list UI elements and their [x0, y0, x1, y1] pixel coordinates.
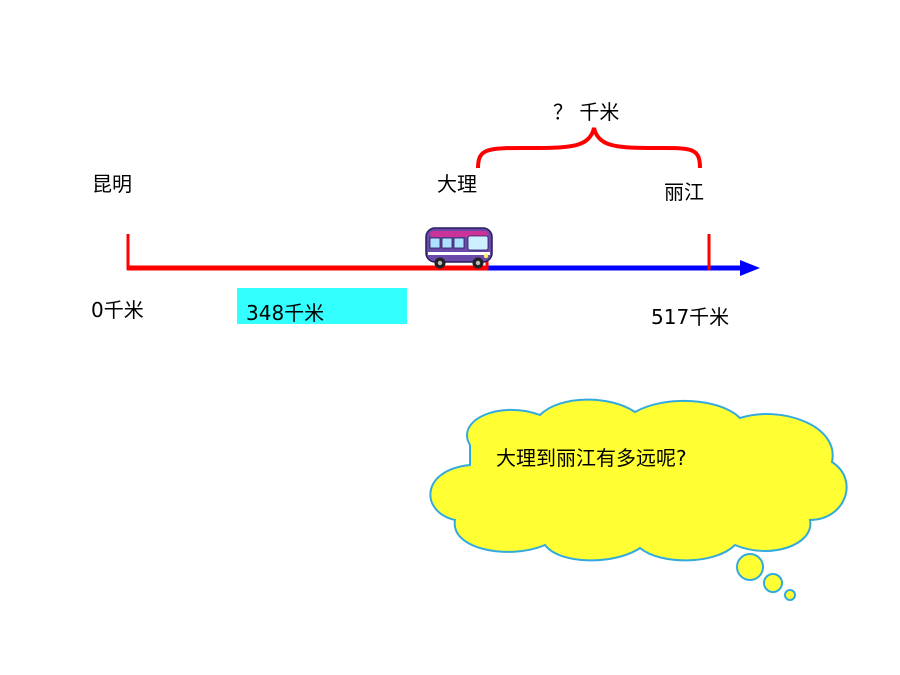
place-end-label: 丽江 [664, 180, 704, 204]
distance-middle-label: 348千米 [246, 301, 325, 325]
unknown-distance-label: ？ 千米 [553, 100, 620, 124]
thought-bubble-large [736, 553, 764, 581]
thought-bubble-medium [763, 573, 783, 593]
distance-start-label: 0千米 [91, 298, 144, 322]
place-middle-label: 大理 [437, 172, 477, 196]
bus-icon [425, 227, 493, 269]
place-start-label: 昆明 [92, 172, 132, 196]
brace [476, 127, 702, 169]
question-text: 大理到丽江有多远呢? [496, 446, 687, 470]
arrow-head [740, 260, 760, 276]
thought-cloud [429, 398, 848, 601]
distance-end-label: 517千米 [651, 305, 730, 329]
thought-bubble-small [784, 589, 796, 601]
distance-middle-box: 348千米 [237, 288, 407, 325]
